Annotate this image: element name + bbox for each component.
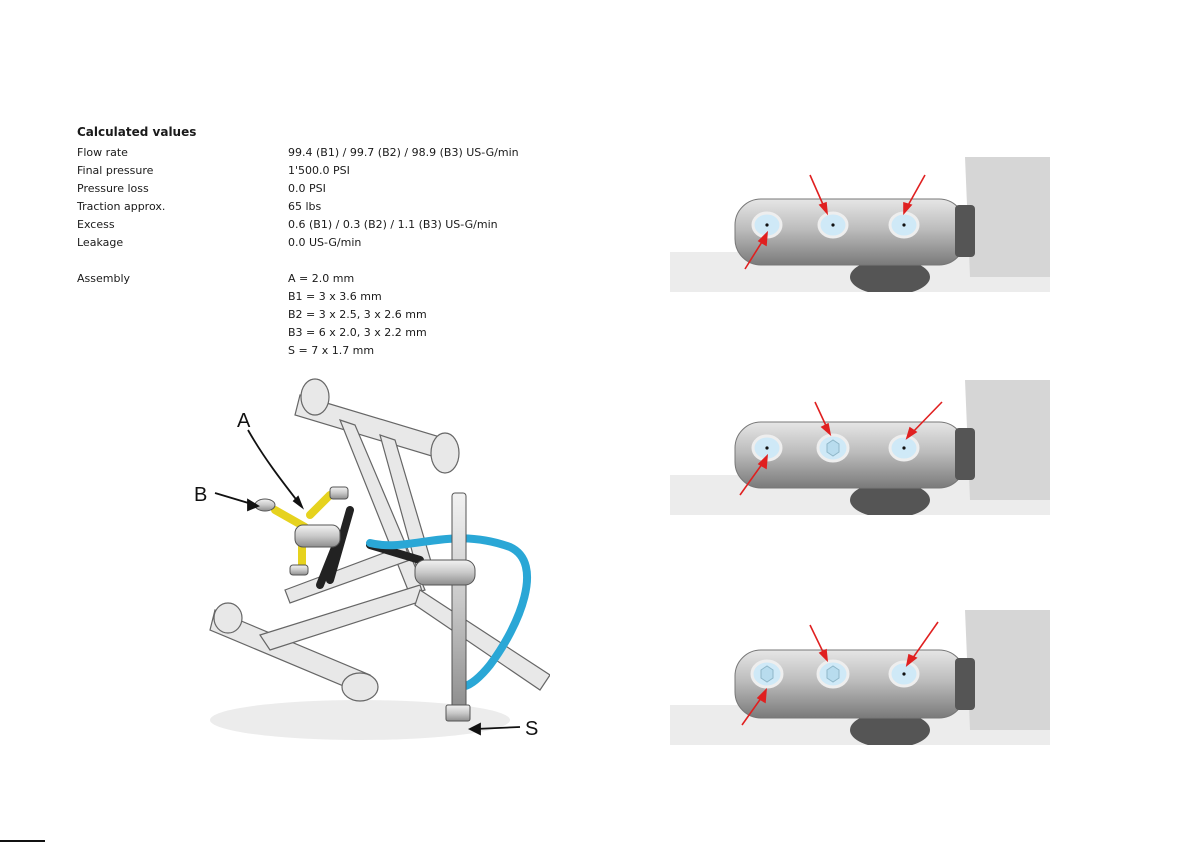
- row-label: Final pressure: [77, 164, 154, 177]
- page-edge-mark: [0, 840, 45, 842]
- assembly-line-b3: B3 = 6 x 2.0, 3 x 2.2 mm: [288, 326, 427, 339]
- nozzle-detail-3: [670, 610, 1050, 745]
- assembly-line-b2: B2 = 3 x 2.5, 3 x 2.6 mm: [288, 308, 427, 321]
- row-value: 0.0 PSI: [288, 182, 326, 195]
- calculated-values-title: Calculated values: [77, 125, 197, 139]
- vertical-pipe: [414, 492, 476, 722]
- frame-bottom: [209, 544, 550, 702]
- row-value: 99.4 (B1) / 99.7 (B2) / 98.9 (B3) US-G/m…: [288, 146, 519, 159]
- row-value: 0.6 (B1) / 0.3 (B2) / 1.1 (B3) US-G/min: [288, 218, 498, 231]
- assembly-line-a: A = 2.0 mm: [288, 272, 355, 285]
- callout-b: B: [194, 484, 207, 506]
- row-label: Pressure loss: [77, 182, 149, 195]
- nozzle-detail-2: [670, 380, 1050, 515]
- red-arrows: [739, 401, 943, 496]
- red-arrows: [744, 174, 926, 270]
- row-label: Flow rate: [77, 146, 128, 159]
- fittings: [254, 486, 349, 576]
- callout-a: A: [237, 410, 251, 432]
- assembly-line-b1: B1 = 3 x 3.6 mm: [288, 290, 382, 303]
- row-label: Traction approx.: [77, 200, 166, 213]
- assembly-illustration: A B S: [194, 378, 550, 740]
- blue-hose: [366, 534, 531, 691]
- red-arrows: [741, 621, 939, 726]
- row-label: Excess: [77, 218, 115, 231]
- assembly-line-s: S = 7 x 1.7 mm: [288, 344, 375, 357]
- assembly-label: Assembly: [77, 272, 131, 285]
- nozzle-detail-1: [670, 157, 1050, 292]
- callout-leaders: [214, 429, 521, 736]
- row-value: 0.0 US-G/min: [288, 236, 362, 249]
- row-value: 65 lbs: [288, 200, 322, 213]
- callout-s: S: [525, 718, 538, 740]
- row-label: Leakage: [77, 236, 124, 249]
- row-value: 1'500.0 PSI: [288, 164, 350, 177]
